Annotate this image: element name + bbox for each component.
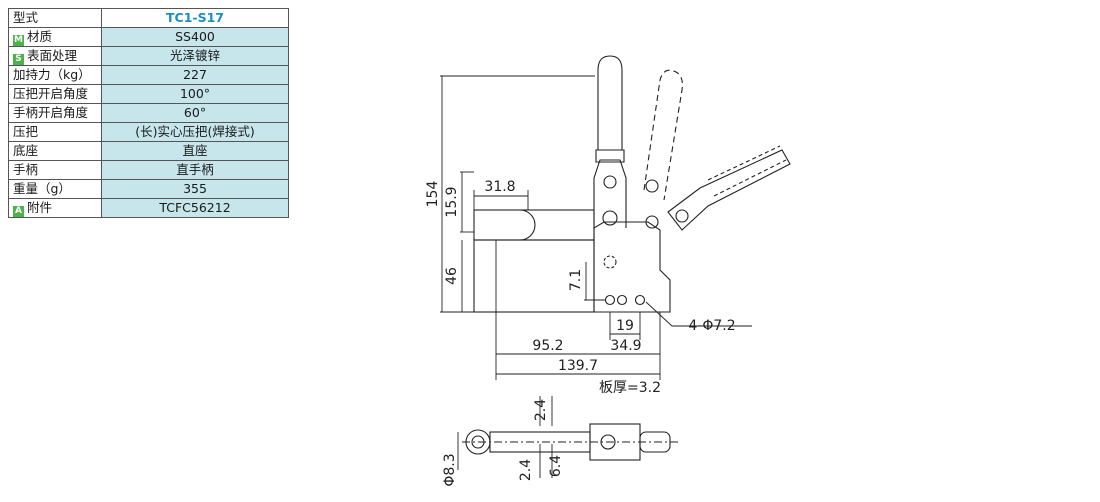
spec-row: 压把开启角度 100° xyxy=(8,84,289,104)
badge-s-icon: S xyxy=(13,54,24,65)
open-handle-outline xyxy=(643,69,683,201)
spec-label: 型式 xyxy=(8,8,102,28)
spec-value: 直手柄 xyxy=(101,160,289,180)
spec-value: 100° xyxy=(101,84,289,104)
spec-label: 底座 xyxy=(8,141,102,161)
dim-total-height: 154 xyxy=(425,181,441,208)
dim-upper-height: 15.9 xyxy=(444,186,460,217)
handle-ribs xyxy=(707,145,787,197)
plan-view xyxy=(462,423,680,461)
spec-row: 型式 TC1-S17 xyxy=(8,8,289,28)
spec-label: 加持力（kg） xyxy=(8,65,102,85)
spec-value: 直座 xyxy=(101,141,289,161)
spec-row: 手柄开启角度 60° xyxy=(8,103,289,123)
dim-bottom-gap-1: 2.4 xyxy=(518,459,534,481)
spec-value: 227 xyxy=(101,65,289,85)
spec-label-text: 重量（g） xyxy=(13,181,71,196)
spec-label: 重量（g） xyxy=(8,179,102,199)
spec-value: TCFC56212 xyxy=(101,198,289,218)
spec-label-text: 手柄开启角度 xyxy=(13,105,89,120)
pivot-4 xyxy=(645,215,659,229)
dim-overall-length: 139.7 xyxy=(558,358,598,374)
spec-label-text: 材质 xyxy=(27,29,53,44)
spec-label-text: 手柄 xyxy=(13,162,39,177)
pivot-5 xyxy=(675,209,689,223)
spec-label-text: 加持力（kg） xyxy=(13,67,91,82)
spec-value: 355 xyxy=(101,179,289,199)
spec-value: SS400 xyxy=(101,27,289,47)
spec-label-text: 底座 xyxy=(13,143,39,158)
dim-bar-offset: 31.8 xyxy=(484,179,515,195)
spec-label-text: 附件 xyxy=(27,200,53,215)
pivot-1 xyxy=(603,175,617,189)
spec-row: 手柄 直手柄 xyxy=(8,160,289,180)
spec-row: 加持力（kg） 227 xyxy=(8,65,289,85)
mount-hole-3 xyxy=(634,294,646,306)
pivot-3 xyxy=(645,179,659,193)
clamp-bar xyxy=(473,209,595,241)
dim-hole-height: 7.1 xyxy=(568,269,584,291)
spec-label: 压把开启角度 xyxy=(8,84,102,104)
dim-hole-pitch: 19 xyxy=(616,318,634,334)
badge-m-icon: M xyxy=(13,35,24,46)
badge-a-icon: A xyxy=(13,206,24,217)
dim-top-gap: 2.4 xyxy=(533,399,549,421)
spec-row: 底座 直座 xyxy=(8,141,289,161)
spec-label-text: 型式 xyxy=(13,10,39,25)
spec-label-text: 压把 xyxy=(13,124,39,139)
pivot-2 xyxy=(602,210,618,226)
spec-label: 手柄开启角度 xyxy=(8,103,102,123)
spec-value: 60° xyxy=(101,103,289,123)
spec-label: 手柄 xyxy=(8,160,102,180)
angled-handle xyxy=(667,149,791,231)
bar-tip xyxy=(474,209,536,241)
dim-tip-diameter: Φ8.3 xyxy=(442,453,458,486)
dim-bottom-gap-2: 6.4 xyxy=(548,455,564,477)
spec-label-text: 表面处理 xyxy=(27,48,78,63)
spec-label-text: 压把开启角度 xyxy=(13,86,89,101)
handle-grip xyxy=(597,55,623,151)
spec-value: (长)实心压把(焊接式) xyxy=(101,122,289,142)
dim-reach: 95.2 xyxy=(532,338,563,354)
dim-plate-thickness: 板厚=3.2 xyxy=(599,380,661,396)
dim-base-height: 46 xyxy=(444,267,460,285)
spec-value: TC1-S17 xyxy=(101,8,289,28)
mount-hole-1 xyxy=(604,294,616,306)
pivot-6 xyxy=(603,255,617,269)
dim-holes: 4-Φ7.2 xyxy=(688,318,735,334)
mount-hole-2 xyxy=(616,294,628,306)
spec-row: 压把 (长)实心压把(焊接式) xyxy=(8,122,289,142)
spec-value: 光泽镀锌 xyxy=(101,46,289,66)
spec-row: 重量（g） 355 xyxy=(8,179,289,199)
handle-collar xyxy=(595,149,625,163)
upright-arm xyxy=(593,159,627,228)
dim-base-width: 34.9 xyxy=(610,338,641,354)
base-plate xyxy=(593,221,671,313)
spec-label: 压把 xyxy=(8,122,102,142)
